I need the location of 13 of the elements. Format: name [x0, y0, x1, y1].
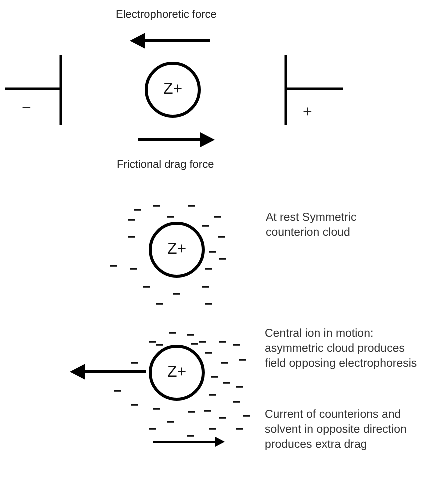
- polarity-sign: −: [22, 101, 32, 117]
- caption-text: Current of counterions and solvent in opposite direction produces extra drag: [265, 408, 408, 453]
- ion-circle: [149, 222, 205, 278]
- caption-text: At rest Symmetric counterion cloud: [266, 211, 358, 241]
- ion-charge-text: Z+: [163, 81, 183, 99]
- ion-circle: [145, 62, 201, 118]
- force-label: Frictional drag force: [117, 160, 214, 171]
- ion-charge-text: Z+: [167, 364, 187, 382]
- polarity-sign: +: [303, 105, 312, 121]
- force-label: Electrophoretic force: [116, 10, 217, 21]
- caption-text: Central ion in motion: asymmetric cloud produces field opposing electrophoresis: [265, 327, 418, 372]
- ion-charge-text: Z+: [167, 241, 187, 259]
- ion-circle: [149, 345, 205, 401]
